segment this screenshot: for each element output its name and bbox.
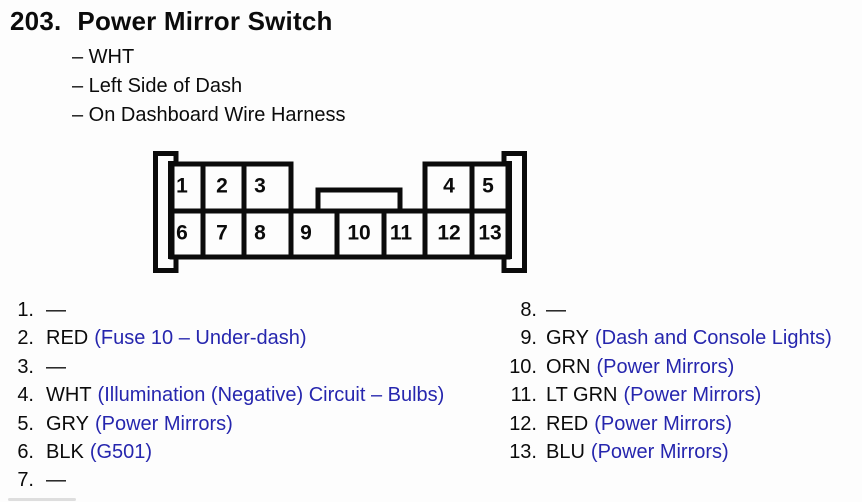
pin-cell-label-9: 9: [300, 221, 312, 245]
pin-number: 5.: [17, 412, 34, 435]
wire-color-code: RED: [546, 412, 589, 435]
attribute-line-color: – WHT: [72, 46, 135, 68]
circuit-description: (Fuse 10 – Under-dash): [94, 327, 307, 350]
pin-row-12: 12. RED(Power Mirrors): [503, 410, 832, 438]
pin-row-5: 5. GRY(Power Mirrors): [8, 410, 444, 438]
pin-cell-label-8: 8: [254, 221, 266, 245]
circuit-description: (G501): [89, 440, 153, 463]
pin-row-8: 8. —: [503, 296, 832, 324]
attribute-line-location: – Left Side of Dash: [72, 75, 243, 97]
wire-color-code: BLK: [46, 440, 84, 463]
wire-color-code: GRY: [46, 412, 89, 435]
wire-color-code: ORN: [546, 355, 591, 378]
pin-number: 8.: [520, 299, 537, 321]
connector-outline-drawing: [153, 151, 527, 273]
pin-cavity-13: [469, 208, 511, 260]
pin-number: 3.: [17, 355, 34, 378]
pin-row-10: 10. ORN(Power Mirrors): [503, 353, 832, 381]
wire-color-code: GRY: [546, 327, 589, 350]
pin-cell-label-6: 6: [176, 221, 188, 245]
wire-color-code: —: [46, 355, 66, 378]
pin-number: 1.: [17, 299, 34, 321]
pin-row-2: 2. RED(Fuse 10 – Under-dash): [8, 324, 444, 352]
pin-number: 10.: [509, 355, 537, 378]
section-title: 203. Power Mirror Switch: [10, 6, 333, 36]
pin-row-4: 4. WHT(Illumination (Negative) Circuit –…: [8, 381, 444, 409]
pin-number: 4.: [17, 384, 34, 407]
circuit-description: (Illumination (Negative) Circuit – Bulbs…: [97, 384, 445, 407]
attribute-line-harness: – On Dashboard Wire Harness: [72, 104, 346, 126]
pin-number: 6.: [17, 440, 34, 463]
wire-color-code: —: [46, 299, 66, 321]
pin-row-3: 3. —: [8, 353, 444, 381]
pin-number: 11.: [510, 384, 537, 407]
pin-row-11: 11. LT GRN(Power Mirrors): [503, 381, 832, 409]
section-number: 203.: [10, 6, 62, 36]
wire-color-code: BLU: [546, 440, 585, 463]
pin-number: 9.: [520, 327, 537, 350]
pin-number: 12.: [509, 412, 537, 435]
pin-cell-label-12: 12: [437, 221, 461, 245]
connector-key-tab: [315, 187, 403, 214]
circuit-description: (Power Mirrors): [590, 440, 729, 463]
pin-number: 13.: [509, 440, 537, 463]
wire-color-code: RED: [46, 327, 89, 350]
pin-number: 7.: [17, 469, 34, 492]
scan-artifact-line: [8, 498, 76, 501]
circuit-description: (Power Mirrors): [596, 355, 735, 378]
circuit-description: (Dash and Console Lights): [594, 327, 832, 350]
circuit-description: (Power Mirrors): [623, 384, 762, 407]
pin-list-right: 8. — 9. GRY(Dash and Console Lights) 10.…: [503, 296, 832, 466]
attribute-list: – WHT – Left Side of Dash – On Dashboard…: [72, 43, 345, 130]
pin-cell-label-10: 10: [347, 221, 371, 245]
wire-color-code: —: [46, 469, 66, 492]
pin-number: 2.: [17, 327, 34, 350]
page-title: Power Mirror Switch: [77, 6, 333, 36]
pin-cell-label-13: 13: [478, 221, 502, 245]
pin-row-6: 6. BLK(G501): [8, 438, 444, 466]
wire-color-code: WHT: [46, 384, 92, 407]
pin-cell-label-1: 1: [176, 174, 188, 198]
pin-row-7: 7. —: [8, 466, 444, 494]
circuit-description: (Power Mirrors): [594, 412, 733, 435]
pin-cavity-1: [169, 161, 206, 214]
pin-cell-label-11: 11: [389, 221, 413, 245]
pin-cavity-8: [241, 208, 294, 260]
pin-cavity-3: [241, 161, 294, 214]
wire-color-code: —: [546, 299, 566, 321]
pin-cell-label-4: 4: [443, 174, 455, 198]
pin-cell-label-5: 5: [482, 174, 494, 198]
pin-cell-label-7: 7: [216, 221, 228, 245]
wire-color-code: LT GRN: [546, 384, 618, 407]
pin-cell-label-2: 2: [216, 174, 228, 198]
pin-row-13: 13. BLU(Power Mirrors): [503, 438, 832, 466]
pin-list-left: 1. — 2. RED(Fuse 10 – Under-dash) 3. — 4…: [8, 296, 444, 495]
circuit-description: (Power Mirrors): [94, 412, 233, 435]
pin-row-1: 1. —: [8, 296, 444, 324]
pin-cavity-7: [200, 208, 247, 260]
pin-row-9: 9. GRY(Dash and Console Lights): [503, 324, 832, 352]
pin-cell-label-3: 3: [254, 174, 266, 198]
pin-cavity-9: [288, 208, 340, 260]
connector-diagram: 1 2 3 4 5 6 7 8 9 10 11 12 13: [150, 146, 530, 278]
